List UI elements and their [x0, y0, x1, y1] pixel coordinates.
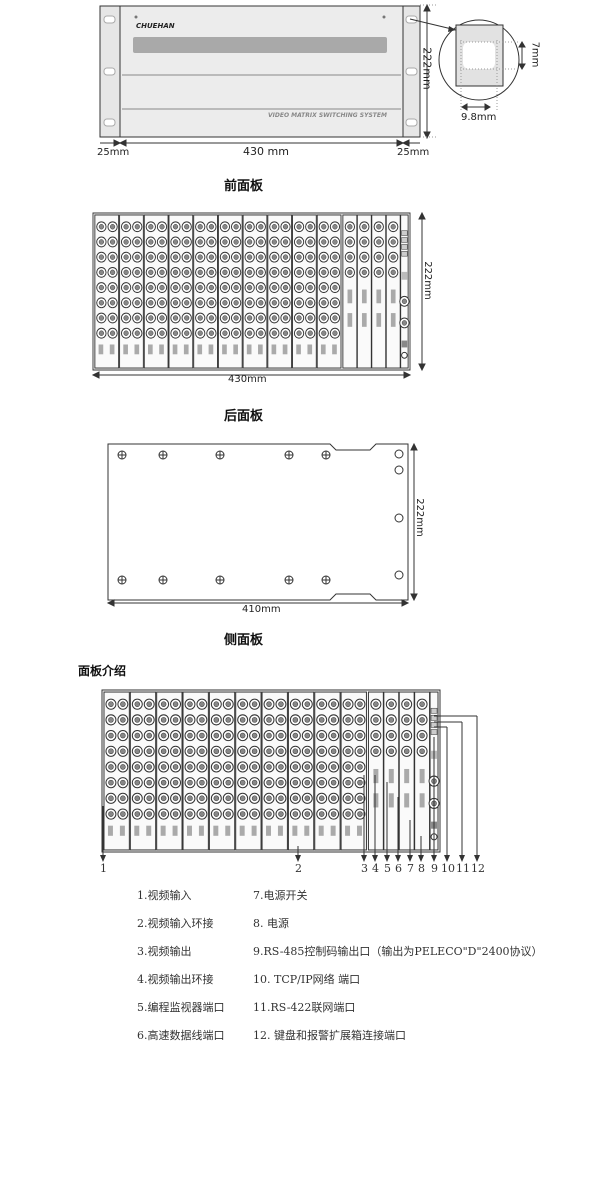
input-card — [129, 691, 157, 851]
front-logo: CHUEHAN — [136, 22, 175, 30]
callout-label: 4 — [372, 862, 379, 875]
legend-item: 7.电源开关 — [253, 889, 308, 902]
input-card — [287, 691, 315, 851]
rj45-port — [430, 729, 438, 735]
legend-item: 12. 键盘和报警扩展箱连接端口 — [253, 1029, 406, 1042]
callout-label: 11 — [456, 862, 470, 875]
rear-panel-detail-drawing — [101, 689, 441, 853]
callout-label: 1 — [100, 862, 107, 875]
input-card — [314, 691, 341, 851]
callout-label: 6 — [395, 862, 402, 875]
front-panel-drawing — [99, 3, 526, 147]
callout-arrow — [395, 855, 401, 862]
front-panel-caption: 前面板 — [224, 179, 264, 194]
input-card — [182, 691, 209, 851]
output-card — [383, 691, 400, 851]
input-card — [103, 691, 130, 851]
callout-label: 3 — [361, 862, 368, 875]
hole — [394, 449, 404, 459]
side-panel-drawing — [106, 442, 418, 607]
control-card — [399, 214, 410, 369]
monitor-card — [371, 214, 387, 369]
hole — [394, 465, 404, 475]
legend-item: 11.RS-422联网端口 — [253, 1001, 356, 1014]
legend-item: 1.视频输入 — [137, 889, 192, 902]
legend-item: 3.视频输出 — [137, 945, 192, 958]
callout-arrow — [407, 855, 413, 862]
input-card — [168, 214, 194, 369]
monitor-card — [398, 691, 415, 851]
output-card — [356, 214, 372, 369]
front-dim-left: 25mm — [97, 147, 130, 158]
legend-item: 10. TCP/IP网络 端口 — [253, 973, 361, 986]
input-card — [242, 214, 268, 369]
input-card — [119, 214, 144, 369]
callout-label: 8 — [418, 862, 425, 875]
callout-arrow — [444, 855, 450, 862]
front-dim-width: 430 mm — [243, 145, 289, 158]
rj45-port — [430, 715, 438, 721]
callout-label: 9 — [431, 862, 438, 875]
db-port — [401, 271, 408, 280]
legend-item: 4.视频输出环接 — [137, 973, 214, 986]
input-card — [292, 214, 317, 369]
callout-arrow — [459, 855, 465, 862]
legend-item: 5.编程监视器端口 — [137, 1001, 225, 1014]
legend-item: 2.视频输入环接 — [137, 917, 214, 930]
front-model-label: VIDEO MATRIX SWITCHING SYSTEM — [268, 112, 387, 119]
rear-dimension-lines — [91, 211, 426, 379]
rj45-port — [401, 251, 408, 257]
callout-arrow — [100, 855, 106, 862]
intro-heading: 面板介绍 — [78, 664, 127, 678]
rear-dim-width: 430mm — [228, 374, 267, 385]
callout-arrow — [474, 855, 480, 862]
input-card — [316, 214, 342, 369]
rj45-port — [401, 244, 408, 250]
input-card — [143, 214, 169, 369]
input-card — [193, 214, 218, 369]
legend-item: 9.RS-485控制码输出口（输出为PELECO"D"2400协议） — [253, 945, 543, 958]
side-dim-width: 410mm — [242, 604, 281, 615]
rj45-port — [401, 237, 408, 243]
legend-item: 8. 电源 — [253, 917, 289, 930]
hole-dim-width: 9.8mm — [461, 112, 497, 123]
callout-label: 2 — [295, 862, 302, 875]
input-card — [235, 691, 262, 851]
data-card — [414, 691, 431, 851]
hole — [394, 570, 404, 580]
side-panel-caption: 侧面板 — [224, 633, 264, 648]
callout-arrow — [418, 855, 424, 862]
power-switch — [401, 340, 408, 348]
callout-arrow — [361, 855, 367, 862]
front-dim-right: 25mm — [397, 147, 430, 158]
input-card — [267, 214, 293, 369]
callout-arrow — [372, 855, 378, 862]
callout-label: 5 — [384, 862, 391, 875]
callout-label: 10 — [441, 862, 455, 875]
callout-arrow — [431, 855, 437, 862]
input-card — [217, 214, 243, 369]
input-card — [261, 691, 288, 851]
rj45-port — [430, 707, 438, 714]
power-socket — [401, 351, 408, 359]
output-card — [367, 691, 384, 851]
rj45-port — [401, 230, 408, 236]
callout-arrow — [295, 855, 301, 862]
data-card — [385, 214, 401, 369]
rear-panel-caption: 后面板 — [224, 409, 264, 424]
output-card — [342, 214, 358, 369]
callout-label: 7 — [407, 862, 414, 875]
input-card — [340, 691, 367, 851]
input-card — [208, 691, 236, 851]
legend-item: 6.高速数据线端口 — [137, 1029, 225, 1042]
input-card — [94, 214, 120, 369]
hole — [394, 513, 404, 523]
callout-label: 12 — [471, 862, 485, 875]
rear-panel-drawing — [92, 212, 411, 371]
callout-lines — [100, 715, 480, 862]
input-card — [156, 691, 183, 851]
callout-arrow — [384, 855, 390, 862]
